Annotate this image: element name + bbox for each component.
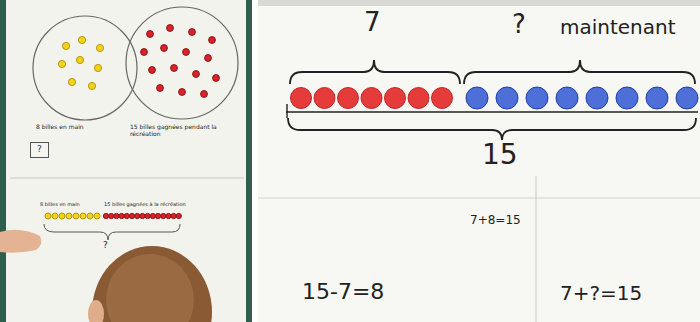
child-hand [0, 230, 41, 253]
bead [119, 213, 124, 218]
photo-gap [252, 0, 258, 322]
bead [88, 82, 95, 89]
answer-box: ? [30, 142, 49, 158]
bead [157, 85, 164, 92]
bead [209, 37, 216, 44]
bead [676, 87, 698, 109]
box-text: ? [37, 145, 42, 155]
bead [141, 49, 148, 56]
bead [45, 213, 51, 219]
bead [646, 87, 668, 109]
bead [161, 45, 168, 52]
bead [616, 87, 638, 109]
bead [109, 213, 114, 218]
brace [290, 60, 460, 84]
poster-note: 15 billes gagnées à la récréation [104, 202, 214, 208]
bead [291, 88, 312, 109]
bead [408, 88, 429, 109]
paper-edge [258, 0, 700, 6]
hair-shine [106, 254, 194, 322]
bead [94, 213, 100, 219]
poster-note: 8 billes en main [36, 124, 106, 131]
bead [466, 87, 488, 109]
bead [167, 25, 174, 32]
bead [432, 88, 453, 109]
bead [586, 87, 608, 109]
child-head [92, 246, 212, 322]
bead [87, 213, 93, 219]
bead [338, 88, 359, 109]
paper-fold [258, 198, 700, 199]
bead [73, 213, 79, 219]
bead [361, 88, 382, 109]
bead [556, 87, 578, 109]
bead [171, 213, 176, 218]
bead [80, 213, 86, 219]
bead [189, 29, 196, 36]
brace [288, 118, 696, 140]
equation: 15-7=8 [302, 280, 384, 304]
number-label: ? [512, 10, 526, 39]
bead [179, 89, 186, 96]
yellow-set-circle [33, 16, 137, 120]
bead [68, 78, 75, 85]
bead [171, 65, 178, 72]
bead [150, 213, 155, 218]
number-label: maintenant [560, 16, 676, 38]
bead [147, 31, 154, 38]
bead [149, 67, 156, 74]
tick [286, 104, 287, 118]
number-line [286, 111, 698, 113]
red-set-circle [126, 7, 238, 119]
bead [140, 213, 145, 218]
poster-note: ? [103, 241, 108, 251]
bead [96, 44, 103, 51]
bead [78, 36, 85, 43]
poster-fold [10, 178, 244, 179]
bead [58, 60, 65, 67]
bead [166, 213, 171, 218]
bead [314, 88, 335, 109]
bead [94, 64, 101, 71]
equation: 7+?=15 [560, 282, 642, 304]
paper-sheet [258, 0, 700, 322]
brace [44, 224, 180, 240]
child-ear [88, 300, 104, 322]
number-label: 7 [364, 8, 381, 37]
bead [66, 213, 72, 219]
poster-note: 15 billes gagnées pendant la récréation [130, 124, 240, 137]
bead [52, 213, 58, 219]
bead [155, 213, 160, 218]
bead [145, 213, 150, 218]
bead [103, 213, 108, 218]
bead [176, 213, 181, 218]
bead [213, 75, 220, 82]
bead [526, 87, 548, 109]
bead [385, 88, 406, 109]
bead [62, 42, 69, 49]
bead [161, 213, 166, 218]
poster-note: 8 billes en main [40, 202, 100, 208]
bead [114, 213, 119, 218]
bead [496, 87, 518, 109]
bead [129, 213, 134, 218]
equation: 7+8=15 [470, 214, 521, 227]
bead [59, 213, 65, 219]
bead [201, 91, 208, 98]
brace [464, 60, 695, 84]
bead [183, 49, 190, 56]
bead [193, 71, 200, 78]
number-label: 15 [482, 140, 518, 171]
bead [135, 213, 140, 218]
paper-fold [535, 176, 536, 322]
bead [76, 56, 83, 63]
bead [124, 213, 129, 218]
bead [205, 55, 212, 62]
